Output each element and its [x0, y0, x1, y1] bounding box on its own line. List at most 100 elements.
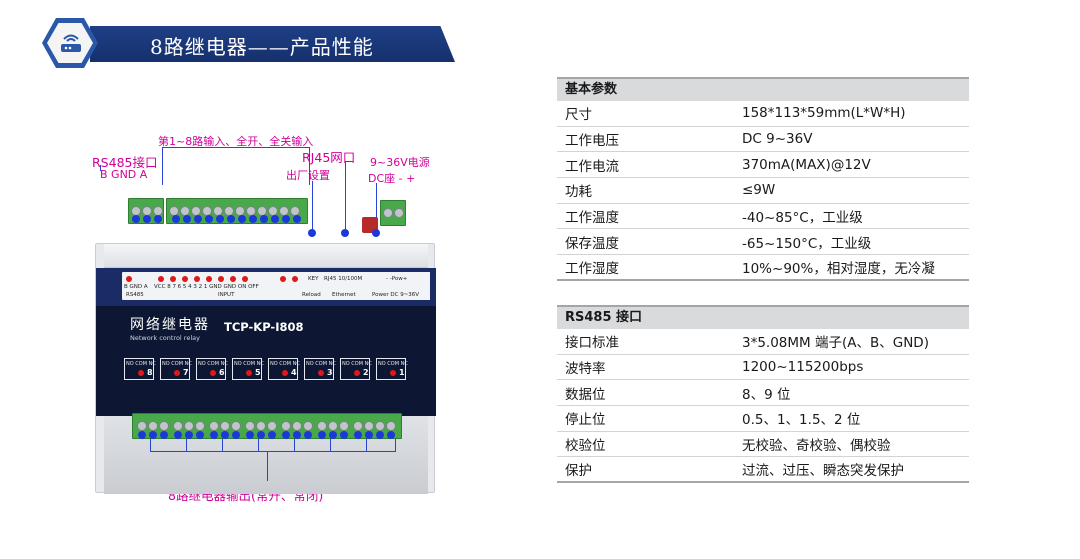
bracket-line	[100, 165, 101, 171]
channel-box	[160, 358, 190, 380]
model-name-cn: 网络继电器	[130, 317, 210, 333]
param-key: 停止位	[565, 412, 606, 429]
terminal-screw	[148, 421, 158, 431]
module-cap	[104, 244, 428, 268]
marker-dot	[354, 431, 362, 439]
channel-number: 4	[291, 368, 297, 377]
channel-led	[174, 370, 180, 376]
annotation-rs485-pins: B GND A	[100, 168, 148, 181]
terminal-screw	[220, 421, 230, 431]
table-heading: 基本参数	[557, 77, 969, 101]
terminal-screw	[339, 421, 349, 431]
marker-dot	[172, 215, 180, 223]
panel-power-area	[368, 272, 430, 300]
relay-module: B GND A RS485 VCC 8 7 6 5 4 3 2 1 GND GN…	[95, 243, 436, 494]
device-illustration: 第1~8路输入、全开、全关输入 RS485接口 B GND A RJ45网口 出…	[80, 95, 445, 535]
marker-dot	[249, 215, 257, 223]
bracket-line	[186, 439, 187, 451]
channel-box	[304, 358, 334, 380]
annotation-reset: 出厂设置	[286, 169, 330, 182]
led-indicator	[280, 276, 286, 282]
channel-led	[282, 370, 288, 376]
panel-label-area	[122, 272, 406, 300]
param-value: 3*5.08MM 端子(A、B、GND)	[742, 335, 929, 352]
bracket-line	[309, 147, 310, 185]
terminal-screw	[375, 421, 385, 431]
marker-dot	[387, 431, 395, 439]
basic-params-table: 基本参数 尺寸 158*113*59mm(L*W*H) 工作电压 DC 9~36…	[557, 77, 969, 281]
rs485-pins-label: B GND A	[124, 284, 148, 290]
channel-led	[210, 370, 216, 376]
channel-box	[196, 358, 226, 380]
param-value: 过流、过压、瞬态突发保护	[742, 463, 904, 480]
channel-number: 6	[219, 368, 225, 377]
bracket-line	[162, 147, 310, 148]
led-indicator	[194, 276, 200, 282]
param-key: 保存温度	[565, 235, 619, 252]
annotation-rs485: RS485接口	[92, 155, 158, 170]
led-indicator	[170, 276, 176, 282]
terminal-screw	[353, 421, 363, 431]
marker-dot	[154, 215, 162, 223]
marker-dot	[271, 215, 279, 223]
terminal-screw	[159, 421, 169, 431]
channel-contacts: NO COM NC	[198, 361, 228, 367]
table-heading: RS485 接口	[557, 305, 969, 329]
param-value: -65~150°C，工业级	[742, 235, 872, 252]
led-indicator	[158, 276, 164, 282]
param-value: 1200~115200bps	[742, 359, 864, 376]
channel-led	[390, 370, 396, 376]
bracket-line	[258, 439, 259, 451]
terminal-screw	[195, 421, 205, 431]
table-row: 停止位 0.5、1、1.5、2 位	[557, 406, 969, 432]
marker-dot	[160, 431, 168, 439]
header-banner: 8路继电器——产品性能	[40, 18, 455, 68]
marker-dot	[293, 215, 301, 223]
channel-contacts: NO COM NC	[378, 361, 408, 367]
param-value: DC 9~36V	[742, 131, 813, 148]
channel-contacts: NO COM NC	[270, 361, 300, 367]
led-indicator	[218, 276, 224, 282]
table-row: 工作电流 370mA(MAX)@12V	[557, 152, 969, 179]
bracket-line	[395, 439, 396, 451]
marker-dot	[138, 431, 146, 439]
bracket-line	[345, 161, 346, 229]
ethernet-label: Ethernet	[332, 292, 356, 298]
power-label: Power DC 9~36V	[372, 292, 420, 298]
terminal-screw	[256, 421, 266, 431]
terminal-screw	[317, 421, 327, 431]
table-row: 接口标准 3*5.08MM 端子(A、B、GND)	[557, 329, 969, 355]
rj45-label: RJ45 10/100M	[324, 276, 363, 282]
reload-label: Reload	[302, 292, 321, 298]
marker-dot	[365, 431, 373, 439]
terminal-screw	[245, 421, 255, 431]
param-key: 尺寸	[565, 107, 592, 124]
channel-contacts: NO COM NC	[342, 361, 372, 367]
marker-dot	[183, 215, 191, 223]
table-row: 保存温度 -65~150°C，工业级	[557, 229, 969, 256]
key-label: KEY	[308, 276, 319, 282]
title-bar	[90, 26, 455, 62]
annotation-dc: DC座 - +	[368, 172, 416, 185]
marker-dot	[210, 431, 218, 439]
marker-dot	[205, 215, 213, 223]
table-row: 工作温度 -40~85°C，工业级	[557, 204, 969, 230]
table-row: 尺寸 158*113*59mm(L*W*H)	[557, 101, 969, 127]
annotation-rj45: RJ45网口	[302, 150, 356, 165]
terminal-screw	[303, 421, 313, 431]
terminal-screw	[328, 421, 338, 431]
param-value: 10%~90%，相对湿度，无冷凝	[742, 260, 935, 277]
marker-dot	[257, 431, 265, 439]
power-pins-label: - -Pow+	[386, 276, 408, 282]
bracket-line	[330, 439, 331, 451]
param-key: 工作电流	[565, 158, 619, 175]
led-indicator	[242, 276, 248, 282]
marker-dot	[132, 215, 140, 223]
channel-box	[268, 358, 298, 380]
param-value: -40~85°C，工业级	[742, 210, 863, 227]
channel-led	[354, 370, 360, 376]
channel-box	[124, 358, 154, 380]
table-row: 保护 过流、过压、瞬态突发保护	[557, 457, 969, 484]
marker-dot	[318, 431, 326, 439]
led-indicator	[230, 276, 236, 282]
